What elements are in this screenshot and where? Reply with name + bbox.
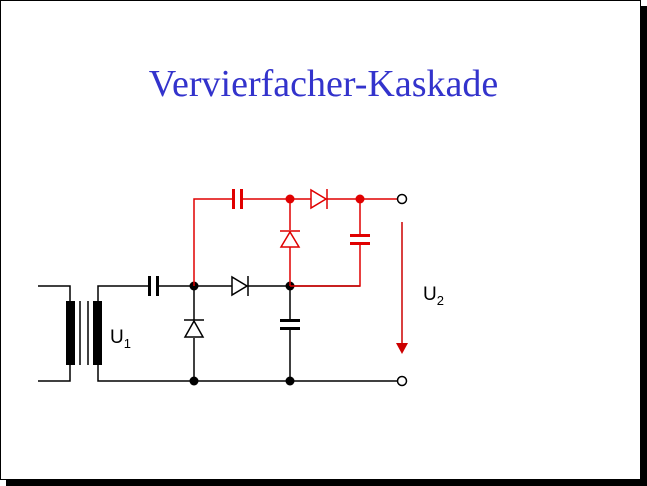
capacitor-c2	[280, 319, 300, 330]
slide-frame	[0, 0, 641, 480]
junction-dots	[189, 281, 295, 386]
base-circuit-wiring	[38, 285, 400, 382]
output-terminal-bottom	[396, 375, 408, 387]
diode-d4	[310, 188, 328, 210]
output-voltage-label: U2	[423, 284, 444, 308]
capacitor-c3	[232, 189, 243, 209]
transformer	[66, 301, 102, 365]
output-voltage-arrow	[396, 222, 408, 354]
diode-d3	[279, 230, 301, 248]
capacitor-c1	[148, 276, 159, 296]
slide-title: Vervierfacher-Kaskade	[148, 63, 499, 105]
input-voltage-label: U1	[110, 327, 131, 351]
capacitor-c4	[350, 234, 370, 245]
diode-d1	[183, 319, 205, 338]
diode-d2	[231, 275, 249, 297]
output-terminal-top	[396, 193, 408, 205]
junction-dots-red	[285, 194, 365, 204]
